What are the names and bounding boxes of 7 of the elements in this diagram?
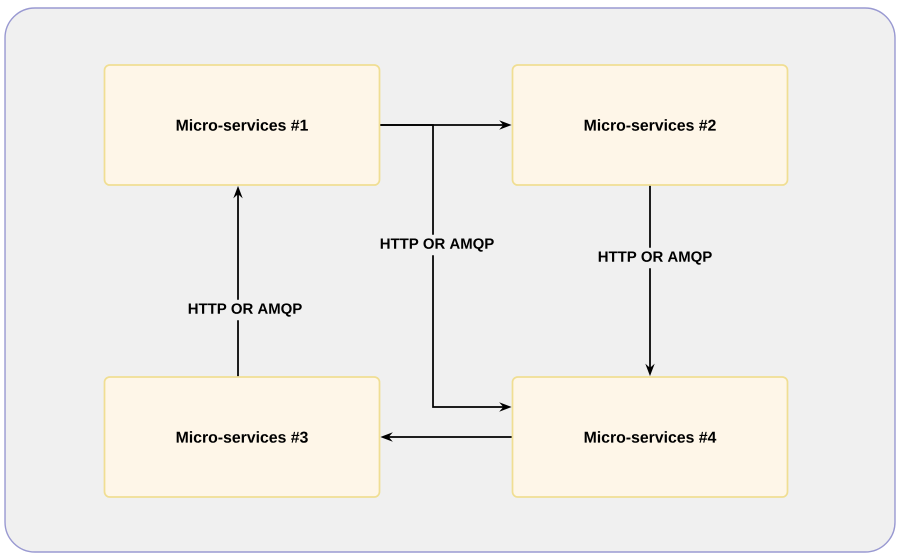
edge-label: HTTP OR AMQP bbox=[184, 300, 306, 320]
service-box: Micro-services #2 bbox=[512, 64, 788, 186]
edge-label: HTTP OR AMQP bbox=[376, 234, 498, 256]
service-box: Micro-services #1 bbox=[104, 64, 380, 186]
service-box: Micro-services #3 bbox=[104, 376, 380, 498]
service-box: Micro-services #4 bbox=[512, 376, 788, 498]
edge-label: HTTP OR AMQP bbox=[594, 248, 716, 268]
